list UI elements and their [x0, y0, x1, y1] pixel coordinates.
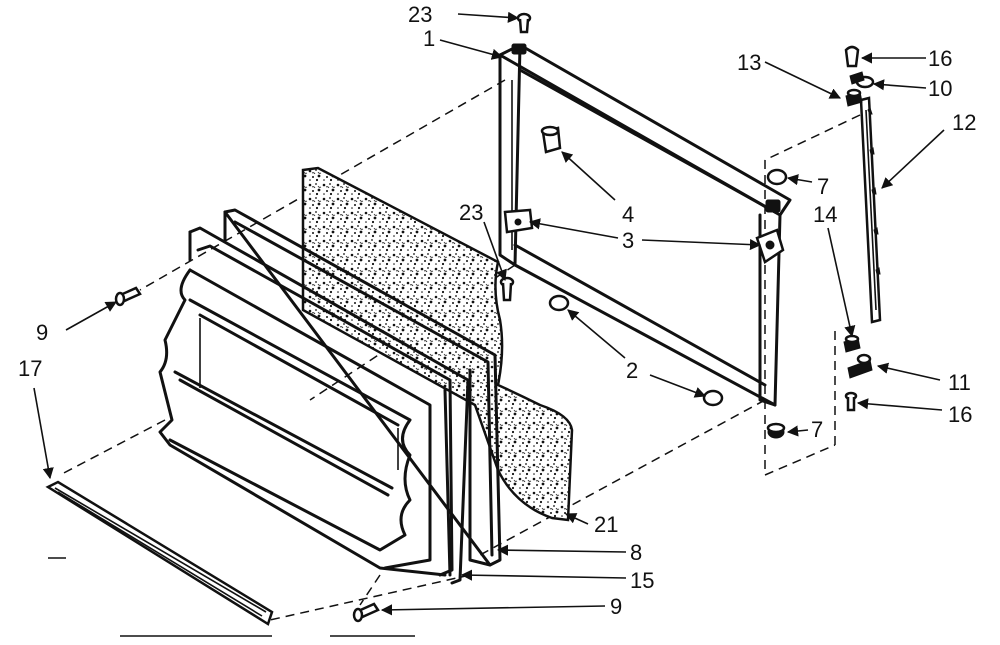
callout-12: 12: [952, 110, 976, 135]
callout-23-mid: 23: [459, 200, 483, 225]
screw-part-9-left: [114, 286, 142, 307]
callout-11: 11: [948, 370, 971, 395]
callout-7-lower: 7: [811, 417, 823, 442]
screw-part-16-bottom: [844, 391, 858, 412]
outer-panel-part-15: [188, 226, 470, 585]
cap-part-7-lower: [766, 422, 786, 439]
insulation-panel-part-21: [301, 166, 574, 522]
callout-13: 13: [737, 50, 761, 75]
callout-3: 3: [622, 228, 634, 253]
door-gasket-part-8: [223, 208, 502, 567]
callout-15: 15: [630, 568, 654, 593]
callout-labels: 23 1 4 3 23 2 7 7 13 16 10 12 14 11 16 9…: [18, 2, 976, 619]
callout-9-left: 9: [36, 320, 48, 345]
washer-part-10: [849, 71, 875, 89]
callout-7-upper: 7: [817, 174, 829, 199]
spacer-part-13: [845, 88, 863, 107]
callout-21: 21: [594, 512, 618, 537]
glide-part-2-b: [702, 389, 724, 407]
callout-8: 8: [630, 540, 642, 565]
hinge-rod-part-12: [859, 96, 882, 324]
callout-9-bottom: 9: [610, 594, 622, 619]
hinge-bracket-upper: [503, 208, 534, 234]
callout-14: 14: [813, 202, 837, 227]
callout-10: 10: [928, 76, 952, 101]
callout-16-bottom: 16: [948, 402, 972, 427]
leader-lines: [33, 11, 945, 637]
callout-4: 4: [622, 202, 634, 227]
spacer-part-14: [843, 334, 861, 353]
callout-23-top: 23: [408, 2, 432, 27]
bottom-trim-strip-part-17: [45, 480, 274, 626]
cap-part-7-upper: [766, 168, 788, 186]
callout-2: 2: [626, 358, 638, 383]
callout-16-top: 16: [928, 46, 952, 71]
bushing-part-4: [540, 125, 562, 154]
screw-part-23-top: [516, 12, 532, 34]
door-inner-liner: [158, 244, 454, 577]
washer-part-11: [847, 353, 873, 379]
callout-17: 17: [18, 356, 42, 381]
callout-1: 1: [423, 26, 435, 51]
screw-part-9-bottom: [352, 602, 380, 623]
glide-part-2-a: [548, 294, 570, 312]
hinge-bracket-lower: [755, 228, 785, 264]
screw-part-16-top: [844, 45, 860, 68]
screw-part-23-mid: [499, 276, 515, 302]
